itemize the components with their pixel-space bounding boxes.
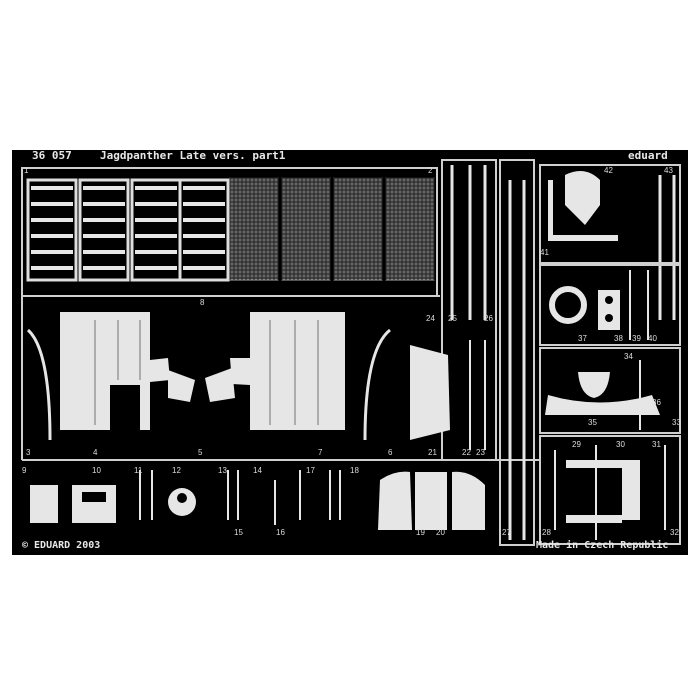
part-number: 9 — [22, 466, 27, 475]
vertical-rails — [450, 165, 676, 540]
grill-slats — [31, 186, 225, 270]
part-number: 18 — [350, 466, 359, 475]
part-number: 30 — [616, 440, 625, 449]
trapezoid-part — [410, 345, 450, 440]
part-number: 25 — [448, 314, 457, 323]
right-grid-frame — [539, 164, 681, 545]
fret-code: 36 057 — [32, 149, 72, 162]
brand-logo-text: eduard — [628, 149, 668, 162]
part-number: 7 — [318, 448, 323, 457]
part-number: 11 — [134, 466, 143, 475]
part-number: 23 — [476, 448, 485, 457]
part-number: 8 — [200, 298, 205, 307]
part-number: 22 — [462, 448, 471, 457]
curved-rails — [26, 328, 391, 441]
fender-lines — [94, 320, 319, 425]
part-number: 37 — [578, 334, 587, 343]
part-number: 29 — [572, 440, 581, 449]
part-number: 42 — [604, 166, 613, 175]
part-number: 43 — [664, 166, 673, 175]
part-number: 17 — [306, 466, 315, 475]
part-number: 15 — [234, 528, 243, 537]
part-number: 20 — [436, 528, 445, 537]
fret-frame — [21, 159, 540, 546]
part-number: 2 — [428, 166, 433, 175]
mesh-pattern — [229, 177, 435, 280]
part-number: 40 — [648, 334, 657, 343]
part-number: 21 — [428, 448, 437, 457]
large-fenders — [60, 312, 345, 430]
block-part — [598, 290, 620, 330]
part-number: 26 — [484, 314, 493, 323]
part-number: 16 — [276, 528, 285, 537]
part-number: 4 — [93, 448, 98, 457]
fret-title: Jagdpanther Late vers. part1 — [100, 149, 286, 162]
part-number: 41 — [540, 248, 549, 257]
part-number: 12 — [172, 466, 181, 475]
copyright-text: © EDUARD 2003 — [22, 540, 101, 551]
shovel-part — [548, 171, 618, 241]
part-number: 33 — [672, 418, 681, 427]
small-rods — [139, 270, 666, 540]
part-number: 28 — [542, 528, 551, 537]
part-number: 6 — [388, 448, 393, 457]
part-number: 24 — [426, 314, 435, 323]
part-number: 35 — [588, 418, 597, 427]
part-number: 3 — [26, 448, 31, 457]
part-number: 19 — [416, 528, 425, 537]
ring-part — [549, 286, 587, 324]
bottom-parts — [30, 460, 640, 530]
part-number: 10 — [92, 466, 101, 475]
part-number: 34 — [624, 352, 633, 361]
part-number: 13 — [218, 466, 227, 475]
part-number: 39 — [632, 334, 641, 343]
part-number: 5 — [198, 448, 203, 457]
part-number: 36 — [652, 398, 661, 407]
part-number: 38 — [614, 334, 623, 343]
part-number: 27 — [502, 528, 511, 537]
ladder-grills — [26, 178, 230, 282]
part-number: 14 — [253, 466, 262, 475]
origin-text: Made in Czech Republic — [536, 540, 669, 551]
part-number: 31 — [652, 440, 661, 449]
part-number: 1 — [24, 166, 29, 175]
part-number: 32 — [670, 528, 679, 537]
plate-part — [545, 395, 660, 415]
